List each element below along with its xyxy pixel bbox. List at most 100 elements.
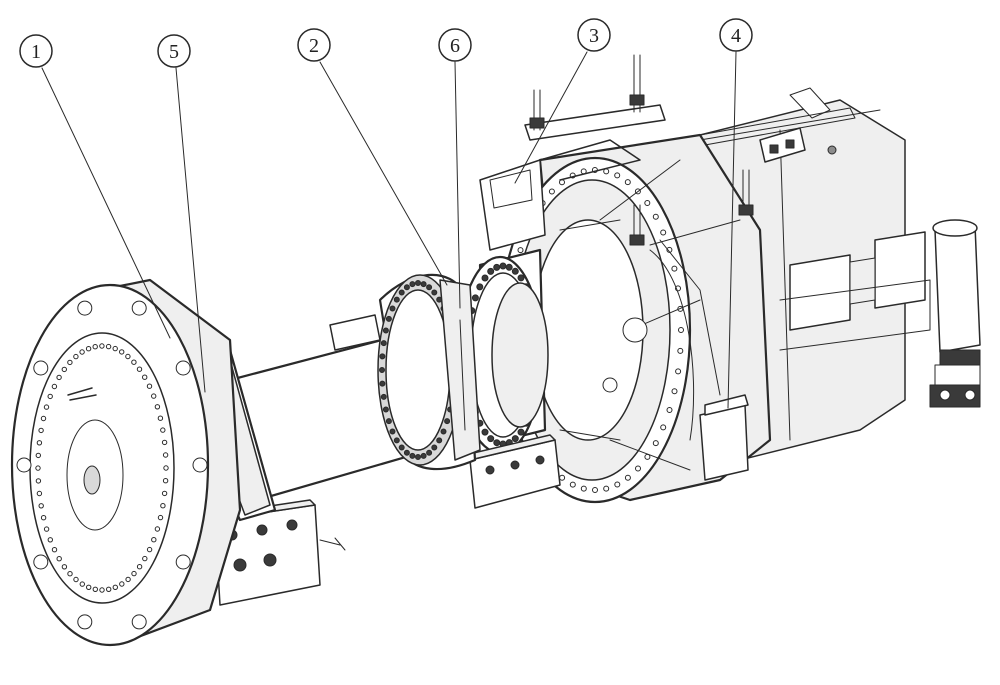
callout-1-label: 1 [31,41,41,63]
gearbox-bolt-hole [548,188,555,195]
flange-inner-hole [161,490,168,497]
torque-arm-4 [629,169,754,481]
flange-inner-hole [119,349,125,355]
bearing-bolt [409,452,416,459]
bearing-bolt [420,452,427,459]
flange-bolt-hole [77,614,93,630]
callout-3-label: 3 [589,25,599,47]
gearbox-bolt-hole [624,179,631,186]
flange-inner-hole [142,374,148,380]
flange-inner-hole [112,345,118,352]
flange-inner-hole [56,374,62,381]
flange-inner-hole [160,427,166,433]
coupling-roller [511,267,519,275]
gearbox-bolt-hole [675,368,682,375]
callout-1: 1 [19,34,53,68]
callout-5: 5 [157,34,191,68]
flange-inner-hole [125,353,131,360]
bearing-bolt [380,393,387,400]
flange-inner-hole [43,526,50,532]
coupling-roller [517,428,525,436]
coupling-roller [499,262,507,270]
gearbox-bolt-hole [652,440,659,447]
flange-inner-hole [79,349,85,355]
flange-inner-hole [151,393,157,399]
bearing-bolt [380,340,387,347]
callout-4-label: 4 [731,25,741,47]
bearing-bolt [393,437,400,444]
flange-inner-hole [157,514,164,521]
gearbox-bolt-hole [559,474,566,481]
flange-inner-hole [163,465,169,471]
coupling-roller [471,294,479,302]
flange-inner-hole [38,503,44,509]
bearing-bolt [403,449,410,456]
flange-bolt-hole [16,457,32,473]
coupling-roller [493,263,501,271]
gearbox-bolt-hole [671,265,678,272]
flange-inner-hole [47,393,53,400]
gearbox-bolt-hole [592,487,598,493]
flange-bolt-hole [131,300,147,316]
bearing-bolt [389,428,396,435]
flange-inner-hole [119,581,125,587]
gearbox-bolt-hole [635,465,641,472]
flange-inner-hole [154,526,161,532]
flange-inner-hole [131,570,137,577]
bearing-bolt [415,454,421,460]
coupling-roller [476,283,484,291]
coupling-roller [481,428,489,436]
gearbox-bolt-hole [660,229,667,236]
gearbox-bolt-hole [569,481,576,488]
bearing-bolt [420,281,427,288]
bearing-bolt [379,353,386,360]
flange-inner-hole [67,359,73,366]
flange-inner-hole [56,556,62,562]
gearbox-bolt-hole [517,247,524,254]
callout-6: 6 [438,28,472,62]
flange-inner-hole [99,587,105,593]
flange-inner-hole [106,586,112,592]
bearing-bolt [389,305,396,312]
flange-inner-hole [99,343,105,349]
flange-outer-holes [16,300,208,630]
bearing-bolt [431,444,438,451]
brake-cylinder [929,219,981,408]
flange-bolt-hole [175,360,191,376]
flange-inner-hole [36,490,43,497]
flange-inner-hole [35,478,42,484]
flange-inner-hole [38,427,44,434]
flange-inner-hole [125,576,131,583]
bearing-bolt [444,418,451,425]
torque-arm-3 [479,54,666,251]
coupling-roller [493,439,501,447]
junction-boxes [779,231,931,351]
flange-inner-hole [162,478,169,484]
flange-inner-hole [136,564,143,570]
flange-inner-hole [73,576,79,583]
coupling-roller [511,435,519,443]
flange-inner-hole [160,503,166,509]
flange-inner-hole [136,366,143,372]
flange-inner-hole [85,346,92,352]
flange-inner-hole [151,537,157,543]
flange-inner-hole [162,452,169,458]
gearbox-bolt-hole [644,200,651,206]
flange-bolt-hole [175,554,191,570]
flange-inner-hole [61,564,68,570]
coupling-roller [487,435,495,443]
flange-inner-hole [35,452,41,459]
flange-bolt-hole [192,457,208,473]
callout-3: 3 [577,18,611,52]
flange-inner-hole [146,546,153,553]
flange-inner-hole [67,571,73,577]
flange-inner-hole [51,383,58,390]
bearing-bolt [379,367,385,373]
gearbox-bolt-hole [677,347,684,354]
bearing-bolt [379,380,386,387]
flange-inner-hole [35,465,41,471]
flange-inner-hole [131,359,137,365]
callout-2-label: 2 [309,35,319,57]
rotor-flange [10,278,242,647]
